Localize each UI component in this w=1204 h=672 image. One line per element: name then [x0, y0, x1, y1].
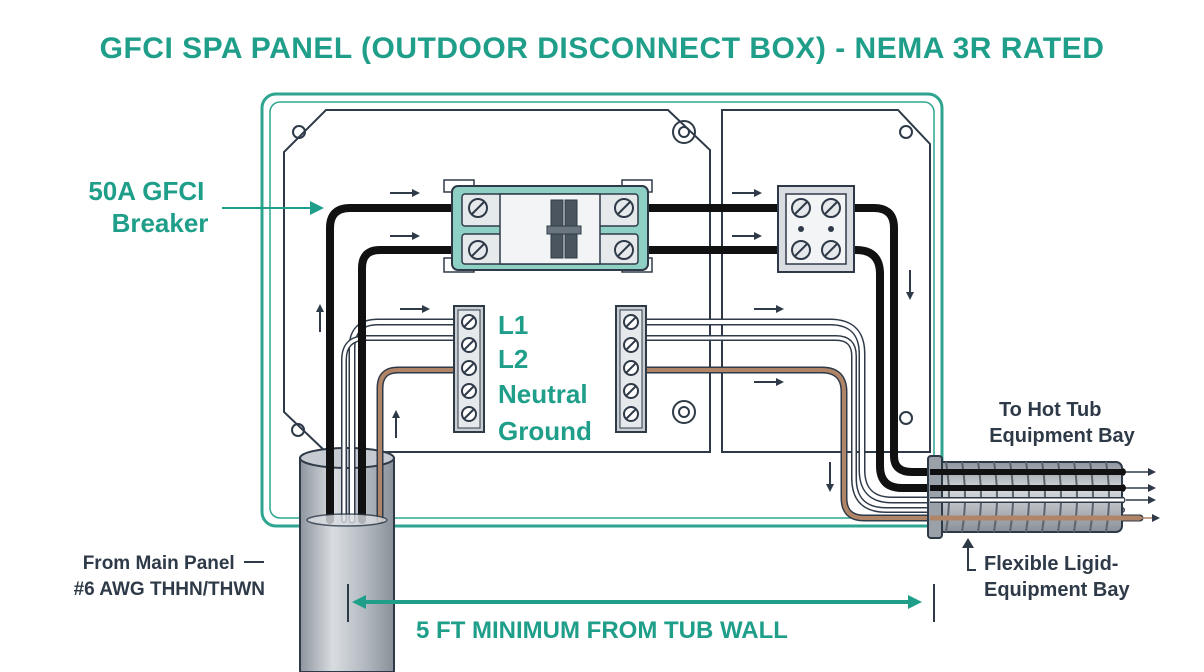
output-center-dot	[798, 226, 804, 232]
conduit-opening	[306, 513, 388, 527]
terminal-label-l1: L1	[498, 310, 528, 340]
terminal-label-neutral: Neutral	[498, 379, 588, 409]
ground-wire-left-core	[378, 368, 468, 522]
tub-wire-exits	[930, 469, 1140, 521]
flexible-leader-arrow-icon	[962, 538, 974, 548]
distance-label: 5 FT MINIMUM FROM TUB WALL	[416, 617, 788, 644]
bus-screw-icon	[461, 383, 477, 399]
mounting-screw-icon	[672, 120, 696, 144]
to-hot-tub-label: To Hot Tub Equipment Bay	[989, 399, 1135, 447]
bus-screw-icon	[623, 406, 639, 422]
to-hot-tub-line1: To Hot Tub	[999, 399, 1102, 421]
breaker-label: 50A GFCI Breaker	[88, 176, 211, 238]
mounting-screw-icon	[291, 423, 305, 437]
bus-screw-icon	[623, 360, 639, 376]
hot-wire-l1-to-tub	[828, 204, 1126, 476]
from-main-line1: From Main Panel	[83, 553, 235, 574]
to-hot-tub-line2: Equipment Bay	[989, 425, 1135, 447]
from-main-label: From Main Panel #6 AWG THHN/THWN	[74, 553, 265, 600]
bus-screw-icon	[461, 314, 477, 330]
flexible-line2: Equipment Bay	[984, 579, 1130, 601]
flexible-leader-line	[967, 542, 976, 571]
hot-wire-l2-in	[358, 246, 470, 524]
l2-white-wire-right-core	[628, 336, 1124, 512]
bus-screw-icon	[623, 383, 639, 399]
hot-wire-l2-to-tub	[828, 246, 1126, 492]
breaker-screw-icon	[614, 198, 634, 218]
flow-arrows	[316, 189, 914, 492]
mounting-screw-icon	[899, 125, 913, 139]
flexible-line1: Flexible Ligid-	[984, 553, 1118, 575]
breaker-screw-icon	[468, 198, 488, 218]
terminal-label-ground: Ground	[498, 416, 592, 446]
bus-screw-icon	[461, 360, 477, 376]
output-screw-icon	[821, 198, 841, 218]
tub-exit-arrows	[1126, 468, 1160, 522]
breaker-label-line2: Breaker	[112, 208, 209, 238]
breaker-label-line1: 50A GFCI	[88, 176, 204, 206]
bus-screw-icon	[623, 314, 639, 330]
breaker-screw-icon	[468, 240, 488, 260]
bus-screw-icon	[461, 406, 477, 422]
ground-wire-right-core	[628, 368, 1142, 520]
output-screw-icon	[791, 240, 811, 260]
diagram-title: GFCI SPA PANEL (OUTDOOR DISCONNECT BOX) …	[100, 32, 1105, 65]
right-interior-panel	[721, 109, 931, 453]
mounting-screw-icon	[672, 400, 696, 424]
from-main-line2: #6 AWG THHN/THWN	[74, 579, 265, 600]
enclosure-outer	[260, 92, 944, 528]
output-screw-icon	[821, 240, 841, 260]
neutral-wire-right-core	[628, 320, 1124, 502]
output-center-dot	[828, 226, 834, 232]
terminal-label-l2: L2	[498, 344, 528, 374]
output-terminal-block	[777, 185, 855, 273]
mounting-screw-icon	[899, 411, 913, 425]
gfci-breaker	[443, 179, 653, 273]
flexible-conduit-label: Flexible Ligid- Equipment Bay	[984, 553, 1130, 601]
output-screw-icon	[791, 198, 811, 218]
enclosure-inner	[269, 101, 935, 519]
breaker-screw-icon	[614, 240, 634, 260]
bus-screw-icon	[461, 337, 477, 353]
bus-screw-icon	[623, 337, 639, 353]
mounting-screw-icon	[292, 125, 306, 139]
hot-wire-l1-in	[326, 204, 470, 524]
